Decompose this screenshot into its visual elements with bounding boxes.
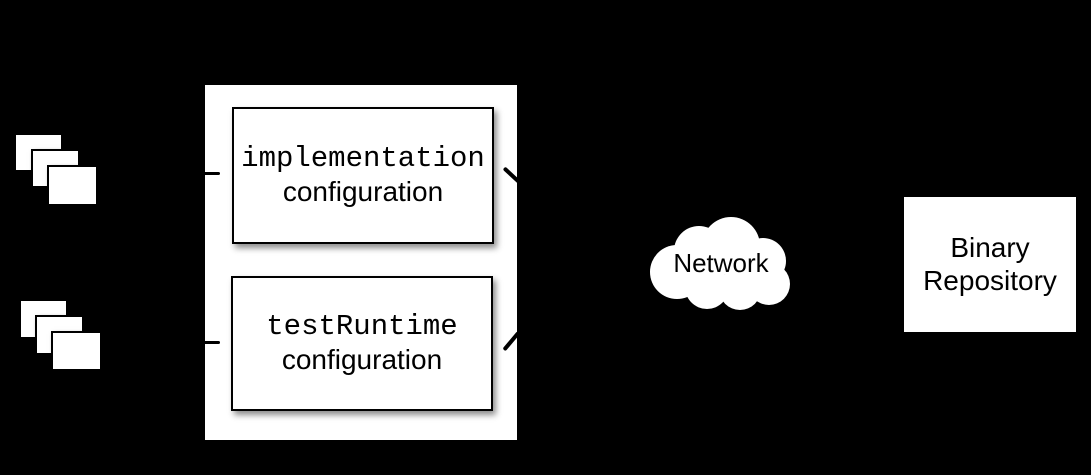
document-sheet-icon: [47, 165, 98, 206]
network-cloud: Network: [647, 215, 795, 312]
arrow-segment-into-test-runtime: [205, 341, 220, 344]
arrow-segment-test-runtime-to-network: [502, 331, 517, 352]
network-label: Network: [673, 248, 769, 278]
implementation-code-label: implementation: [241, 141, 485, 175]
configurations-container: implementation configuration testRuntime…: [205, 85, 517, 440]
test-runtime-code-label: testRuntime: [266, 309, 458, 343]
test-runtime-type-label: configuration: [281, 343, 443, 375]
implementation-type-label: configuration: [282, 175, 444, 207]
arrow-segment-implementation-to-network: [502, 166, 517, 184]
arrow-segment-into-implementation: [205, 172, 220, 175]
document-sheet-icon: [51, 331, 102, 371]
binary-repository-label: Binary Repository: [923, 232, 1057, 296]
binary-repository-box: Binary Repository: [904, 197, 1076, 332]
test-runtime-configuration-box: testRuntime configuration: [231, 276, 493, 411]
cloud-icon: [650, 217, 790, 310]
implementation-configuration-box: implementation configuration: [232, 107, 494, 244]
